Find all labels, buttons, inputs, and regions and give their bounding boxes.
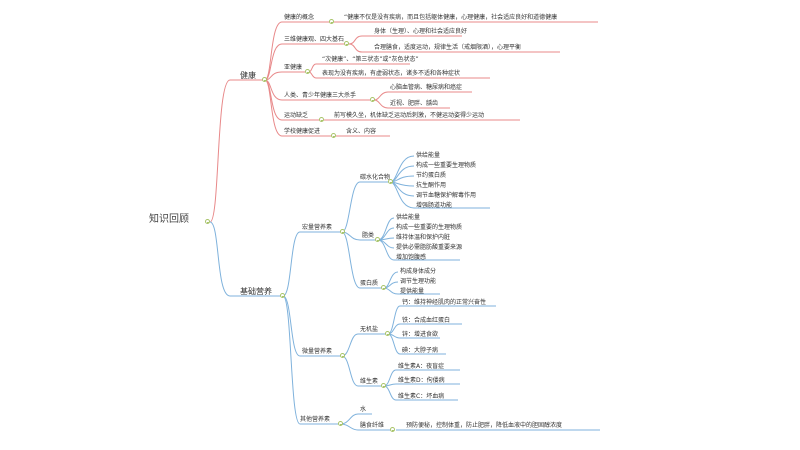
energy-label[interactable]: 宏量营养素	[302, 224, 333, 231]
exercise-collapse-icon[interactable]	[319, 117, 324, 122]
fat-item[interactable]: 维持体温和保护内脏	[396, 234, 451, 241]
fat-item[interactable]: 构成一些重要的生理物质	[396, 224, 463, 231]
carb-item[interactable]: 调节血糖保护解毒作用	[416, 192, 477, 199]
health-school-label[interactable]: 学校健康促进	[284, 128, 321, 135]
mineral-collapse-icon[interactable]	[385, 331, 390, 336]
carb-item[interactable]: 增强肠道功能	[416, 202, 453, 209]
health-concept-text[interactable]: “健康不仅是没有疾病，而且包括躯体健康，心理健康，社会适应良好和道德健康	[344, 14, 558, 21]
health-exercise-label[interactable]: 运动缺乏	[284, 112, 309, 119]
other-label[interactable]: 其他营养素	[300, 416, 331, 423]
health-concept-label[interactable]: 健康的概念	[284, 14, 315, 21]
vitamin-item[interactable]: 维生素D：佝偻病	[398, 377, 445, 384]
health-four-label[interactable]: 三维健康观、四大基石	[284, 36, 345, 43]
fiber-text[interactable]: 预防便秘，控制体重，防止肥胖，降低血液中的胆固醇浓度	[406, 422, 563, 429]
micro-collapse-icon[interactable]	[340, 353, 345, 358]
other-collapse-icon[interactable]	[338, 421, 343, 426]
carb-item[interactable]: 节约蛋白质	[416, 172, 447, 179]
fat-collapse-icon[interactable]	[375, 237, 380, 242]
health-four-b[interactable]: 合理膳食，适度运动，规律生活（戒烟限酒），心理平衡	[374, 44, 522, 51]
micro-label[interactable]: 微量营养素	[302, 348, 333, 355]
health-collapse-icon[interactable]	[262, 77, 267, 82]
health-sub-label[interactable]: 亚健康	[284, 64, 303, 71]
mineral-label[interactable]: 无机盐	[360, 326, 379, 333]
protein-item[interactable]: 调节生理功能	[400, 278, 437, 285]
vitamin-item[interactable]: 维生素C：坏血病	[398, 393, 445, 400]
protein-collapse-icon[interactable]	[381, 285, 386, 290]
energy-collapse-icon[interactable]	[340, 229, 345, 234]
health-sub-b[interactable]: 表现为没有疾病，有虚弱状态，诸多不适和各种症状	[322, 70, 461, 77]
health-killer-label[interactable]: 人类、青少年健康三大杀手	[284, 92, 357, 99]
school-collapse-icon[interactable]	[331, 133, 336, 138]
fat-item[interactable]: 提供必需脂肪酸重要来源	[396, 244, 463, 251]
carb-label[interactable]: 碳水化合物	[360, 174, 391, 181]
protein-label[interactable]: 蛋白质	[360, 280, 379, 287]
water-label[interactable]: 水	[360, 406, 367, 413]
nutrition-collapse-icon[interactable]	[280, 293, 285, 298]
fat-label[interactable]: 脂类	[362, 232, 375, 239]
fiber-label[interactable]: 膳食纤维	[360, 422, 385, 429]
mineral-item[interactable]: 锌：增进食欲	[402, 331, 439, 338]
health-exercise-text[interactable]: 前写模久坐，机体缺乏运动后刺激，不健运动姿得少运动	[334, 112, 485, 119]
sub-collapse-icon[interactable]	[305, 69, 310, 74]
carb-collapse-icon[interactable]	[388, 179, 393, 184]
vitamin-item[interactable]: 维生素A：夜盲症	[398, 363, 445, 370]
fiber-collapse-icon[interactable]	[390, 427, 395, 432]
killer-collapse-icon[interactable]	[370, 97, 375, 102]
health-sub-a[interactable]: “次健康”、“第三状态”或“灰色状态”	[322, 56, 419, 63]
four-collapse-icon[interactable]	[344, 41, 349, 46]
root-collapse-icon[interactable]	[205, 219, 210, 224]
root-topic[interactable]: 知识回顾	[149, 214, 189, 225]
fat-item[interactable]: 增加饱腹感	[396, 254, 427, 261]
branch-health[interactable]: 健康	[240, 71, 256, 80]
mineral-item[interactable]: 碘：大脖子病	[402, 347, 439, 354]
vitamin-collapse-icon[interactable]	[381, 383, 386, 388]
carb-item[interactable]: 构成一些重要生理物质	[416, 162, 477, 169]
health-killer-a[interactable]: 心脑血管病、糖尿病和癌症	[390, 84, 463, 91]
carb-item[interactable]: 供给能量	[416, 152, 441, 159]
branch-nutrition[interactable]: 基础营养	[240, 287, 272, 296]
carb-item[interactable]: 抗生酮作用	[416, 182, 447, 189]
concept-collapse-icon[interactable]	[329, 19, 334, 24]
health-school-text[interactable]: 含义、内容	[346, 128, 377, 135]
mineral-item[interactable]: 铁：合成血红蛋白	[402, 317, 451, 324]
protein-item[interactable]: 构成身体成分	[400, 268, 437, 275]
health-killer-b[interactable]: 近视、肥胖、龋齿	[390, 100, 439, 107]
health-four-a[interactable]: 身体（生理）、心理和社会适应良好	[374, 28, 468, 35]
fat-item[interactable]: 供给能量	[396, 214, 421, 221]
vitamin-label[interactable]: 维生素	[360, 378, 379, 385]
protein-item[interactable]: 提供能量	[400, 288, 425, 295]
mineral-item[interactable]: 钙：维持神经肌肉的正常兴奋性	[402, 299, 487, 306]
